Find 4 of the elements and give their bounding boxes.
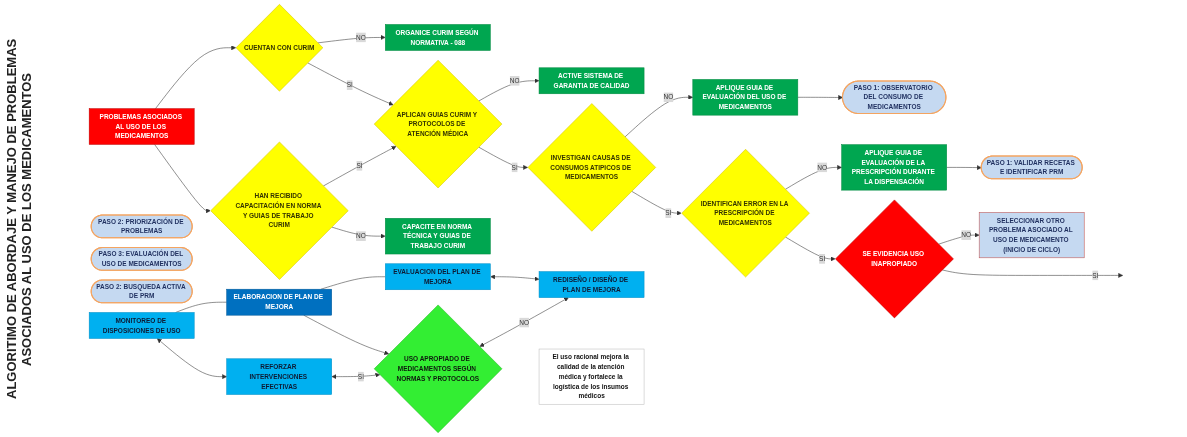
diagram-title: ALGORITIMO DE ABORDAJE Y MANEJO DE PROBLEMAS ASOCIADOS AL USO DE LOS MEDICAMENTOS (3, 37, 35, 401)
arrow (331, 372, 381, 379)
arrow (157, 338, 227, 379)
arrow (490, 274, 540, 282)
